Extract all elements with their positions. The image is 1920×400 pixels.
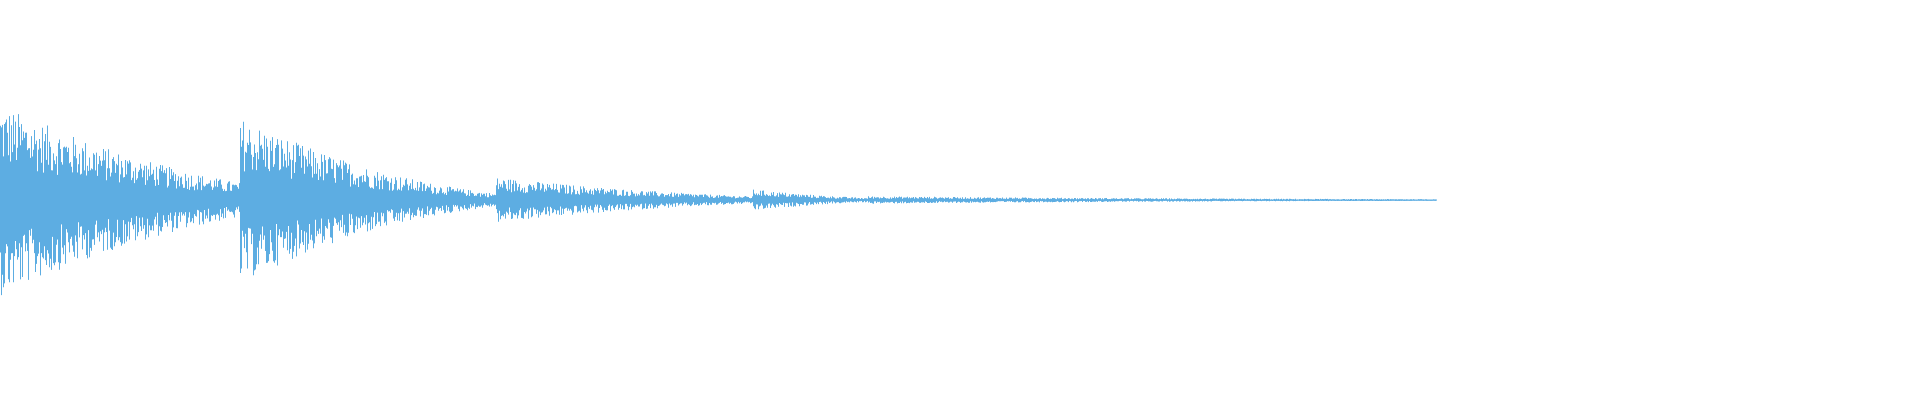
waveform-samples [0,114,1437,296]
waveform-path [0,114,1437,296]
